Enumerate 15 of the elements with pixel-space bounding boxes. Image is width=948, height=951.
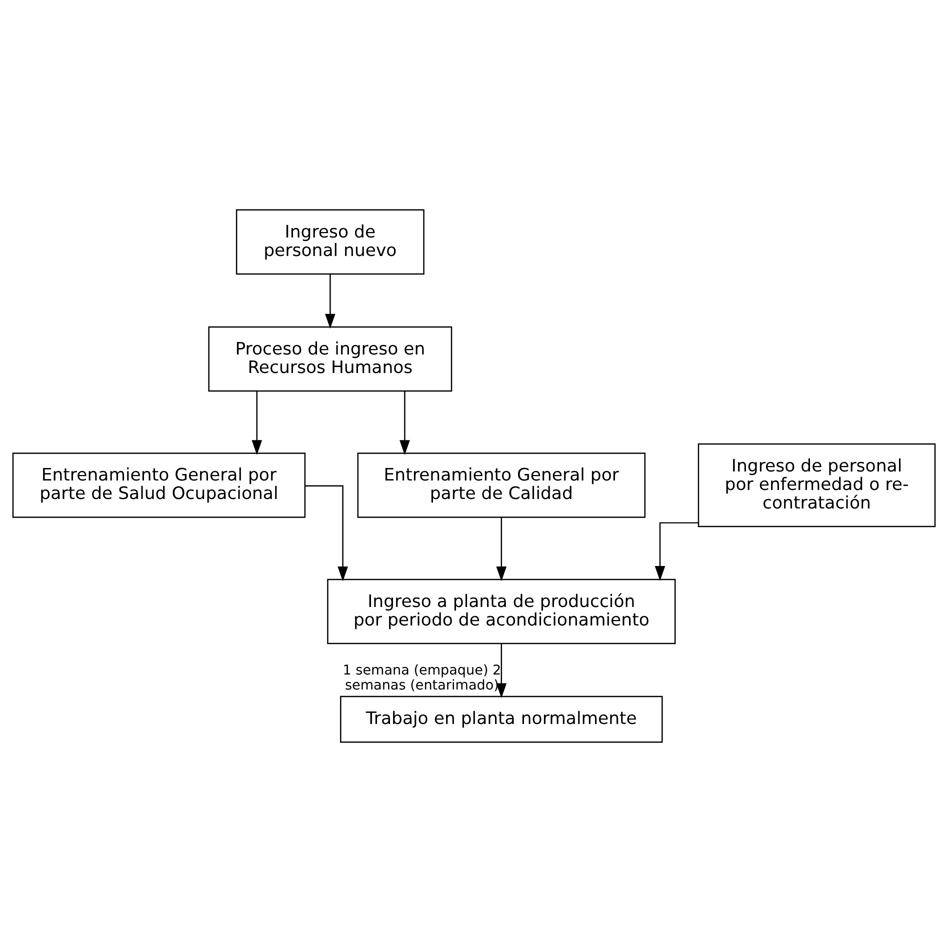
arrow [496,643,507,698]
arrow [496,516,507,581]
node-box: Entrenamiento General por parte de Salud Ocupacional [12,452,306,518]
node-box: Ingreso de personal nuevo [236,208,424,274]
node-box: Trabajo en planta normalmente [340,695,663,742]
node-box: Ingreso a planta de producción por periodo de acondicionamiento [327,578,676,644]
node-box: Ingreso de personal por enfermedad o re-contratación [698,442,936,527]
node-box: Proceso de ingreso en Recursos Humanos [208,326,452,392]
arrow [654,522,698,580]
arrow [252,390,262,454]
node-box: Entrenamiento General por parte de Calidad [357,452,646,518]
arrow [325,274,336,328]
arrow [305,484,348,581]
edge-label: 1 semana (empaque) 2 semanas (entarimado) [342,662,502,693]
arrow [400,390,410,454]
